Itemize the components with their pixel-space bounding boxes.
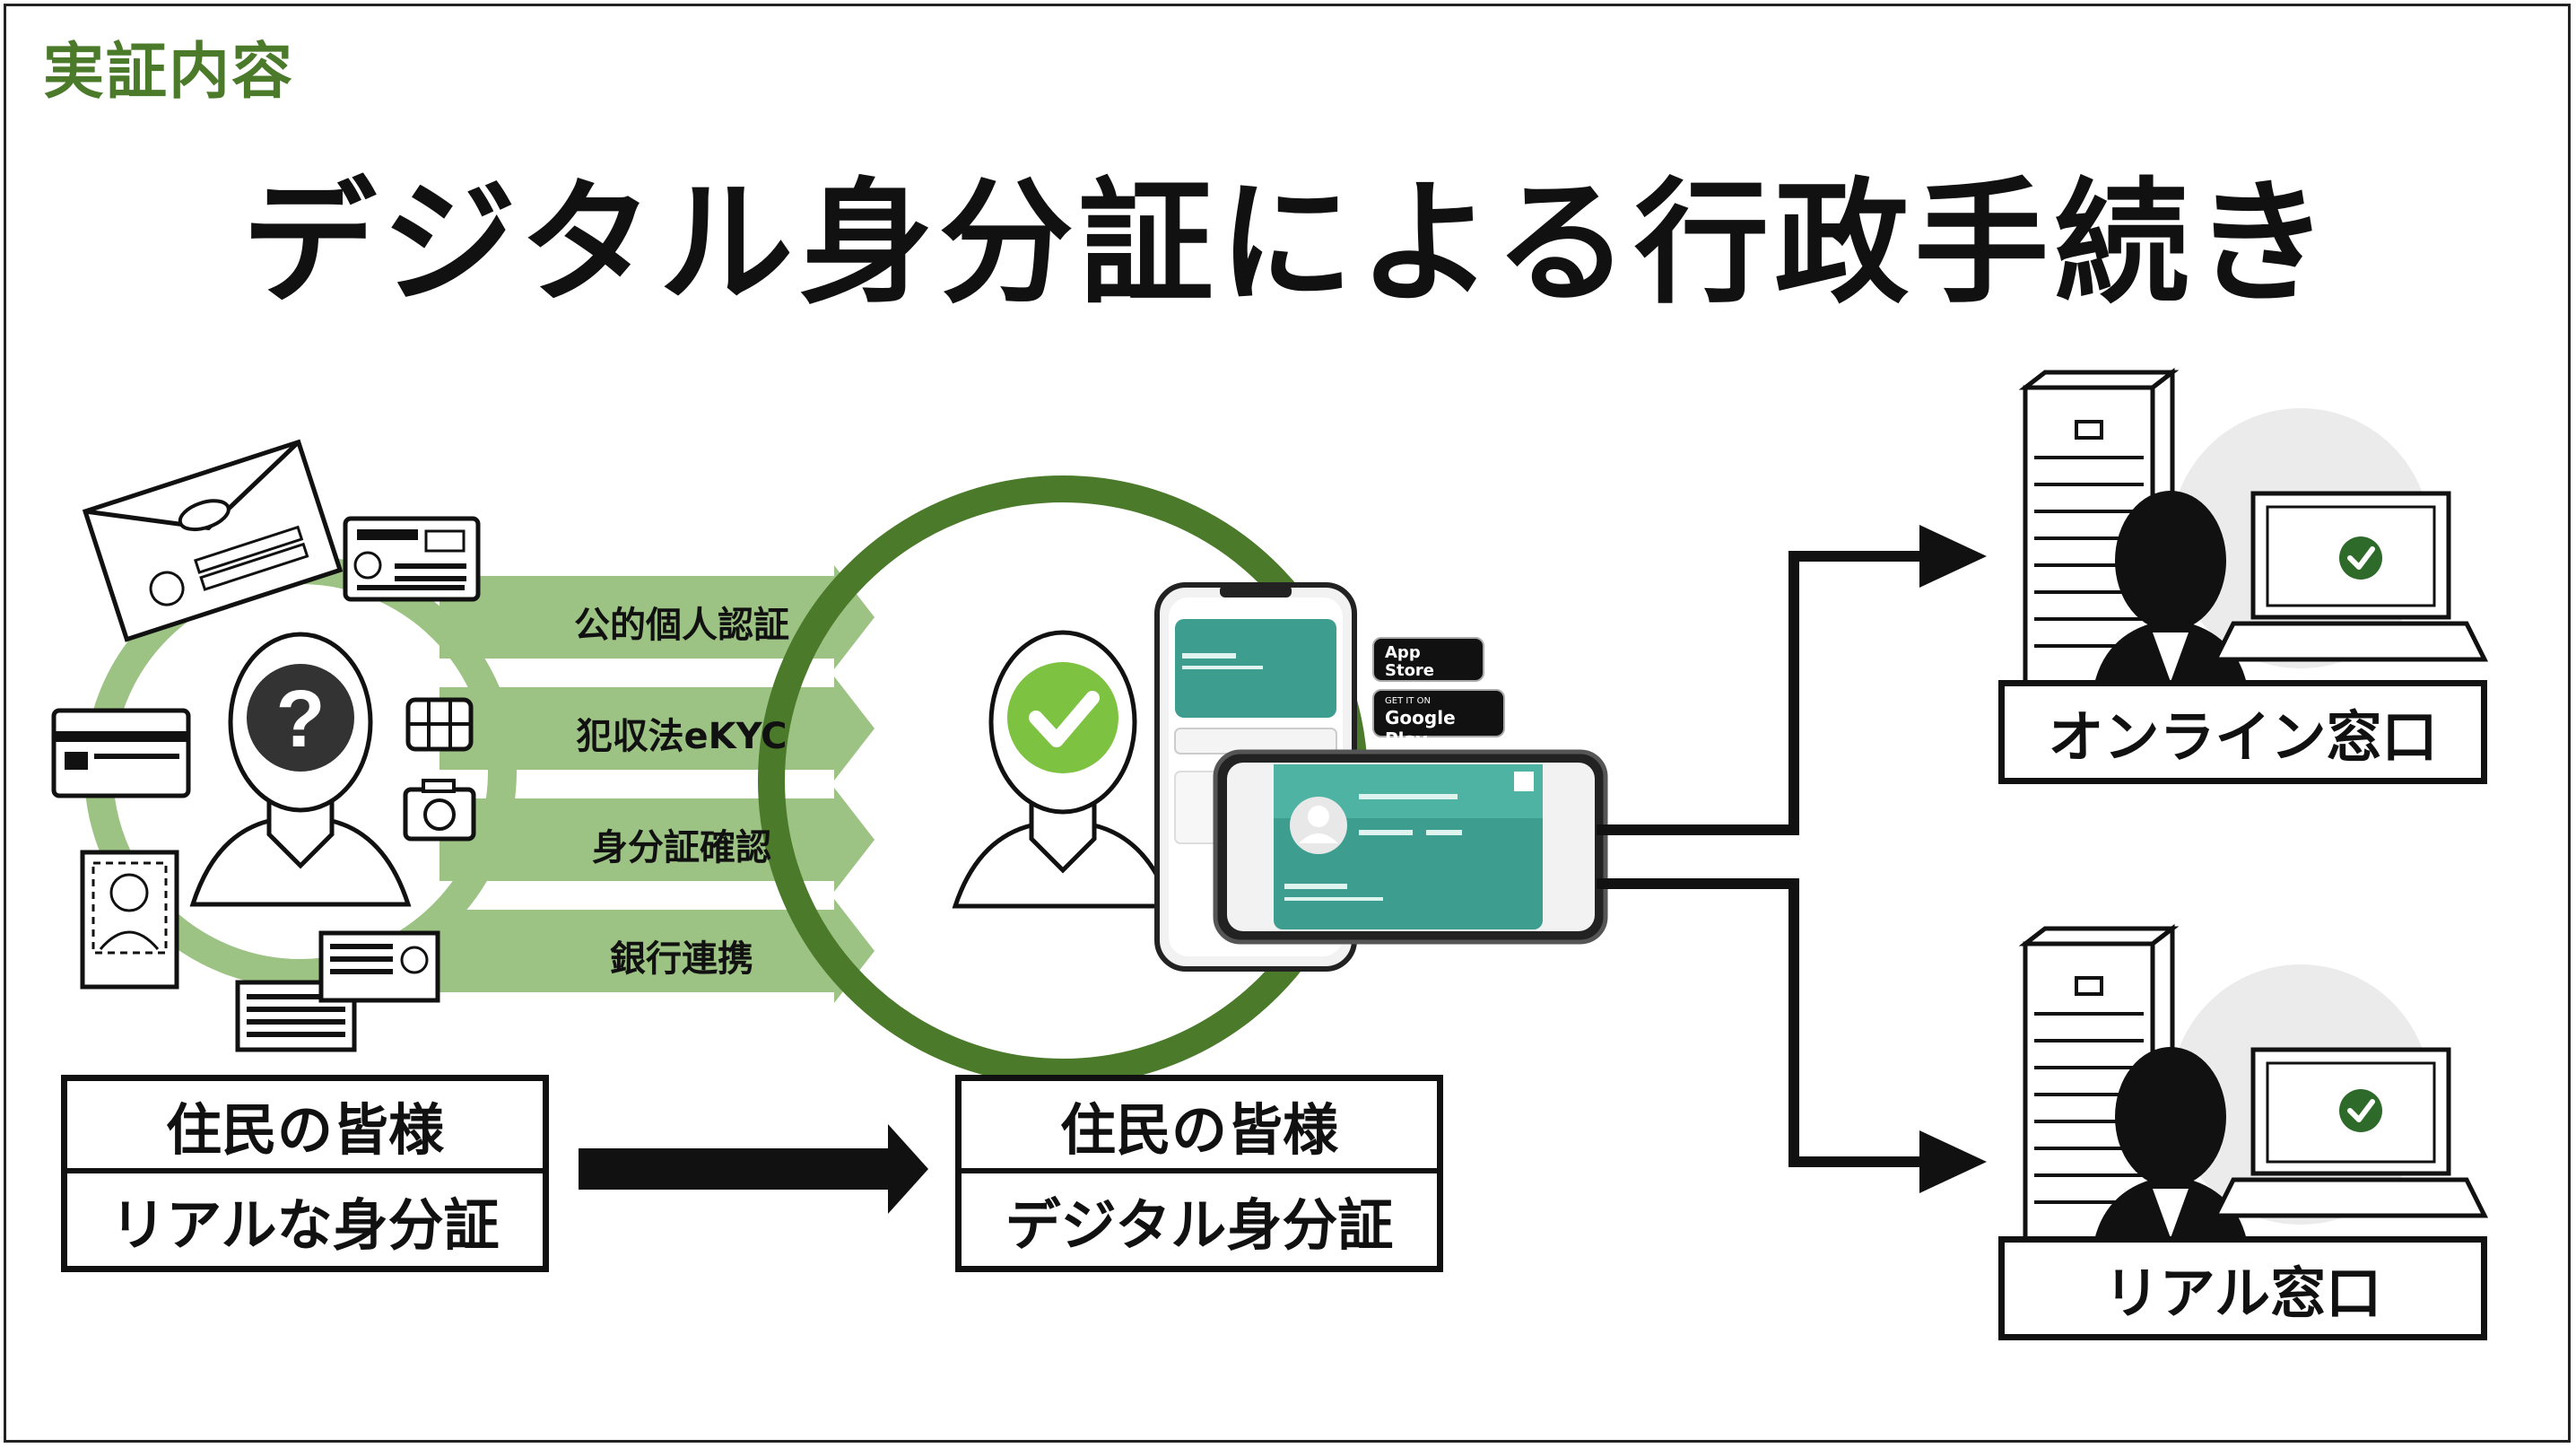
svg-text:?: ? bbox=[276, 675, 326, 764]
to-real-head bbox=[1919, 1130, 1987, 1193]
method-label-id-check: 身分証確認 bbox=[592, 827, 771, 868]
digital-id-label: デジタル身分証 bbox=[1005, 1191, 1394, 1258]
ic-chip-icon bbox=[405, 697, 474, 752]
real-counter-label: リアル窓口 bbox=[1998, 1236, 2487, 1340]
arrow-4 bbox=[439, 899, 875, 1003]
to-real-line bbox=[1597, 878, 1928, 1167]
passbook-icon bbox=[82, 439, 344, 642]
real-counter-icon bbox=[2018, 923, 2489, 1245]
resident-digital-id-box: 住民の皆様 デジタル身分証 bbox=[955, 1075, 1443, 1272]
unknown-person-icon: ? bbox=[189, 632, 412, 907]
method-label-ekyc: 犯収法eKYC bbox=[576, 716, 788, 757]
method-label-bank: 銀行連携 bbox=[610, 938, 753, 980]
google-play-small: GET IT ON bbox=[1385, 696, 1431, 706]
resident-label: 住民の皆様 bbox=[962, 1081, 1437, 1173]
online-counter-icon bbox=[2018, 367, 2489, 689]
to-online-head bbox=[1919, 525, 1987, 588]
flow-arrows bbox=[579, 525, 1987, 1214]
bank-card-icon bbox=[51, 708, 191, 798]
resident-real-id-box: 住民の皆様 リアルな身分証 bbox=[61, 1075, 549, 1272]
phone-landscape-icon bbox=[1213, 749, 1608, 945]
google-play-label: Google Play bbox=[1385, 707, 1456, 750]
online-counter-label: オンライン窓口 bbox=[1998, 680, 2487, 784]
google-play-badge[interactable]: GET IT ON Google Play bbox=[1372, 689, 1505, 750]
left-to-middle-arrow bbox=[579, 1124, 928, 1214]
app-store-badge[interactable]: App Store からダウンロード bbox=[1372, 637, 1484, 693]
verified-person-icon bbox=[952, 630, 1174, 909]
section-label: 実証内容 bbox=[43, 37, 295, 108]
photo-id-icon bbox=[80, 850, 179, 990]
page-title: デジタル身分証による行政手続き bbox=[241, 166, 2335, 322]
arrow-1 bbox=[439, 565, 875, 669]
to-online-line bbox=[1597, 551, 1928, 835]
camera-icon bbox=[403, 779, 476, 842]
app-store-label: App Store bbox=[1385, 643, 1435, 680]
id-card-icon bbox=[343, 516, 481, 602]
method-label-jpki: 公的個人認証 bbox=[574, 605, 789, 646]
real-id-label: リアルな身分証 bbox=[110, 1191, 500, 1258]
resident-label: 住民の皆様 bbox=[67, 1081, 543, 1173]
license-card-icon bbox=[235, 930, 440, 1052]
